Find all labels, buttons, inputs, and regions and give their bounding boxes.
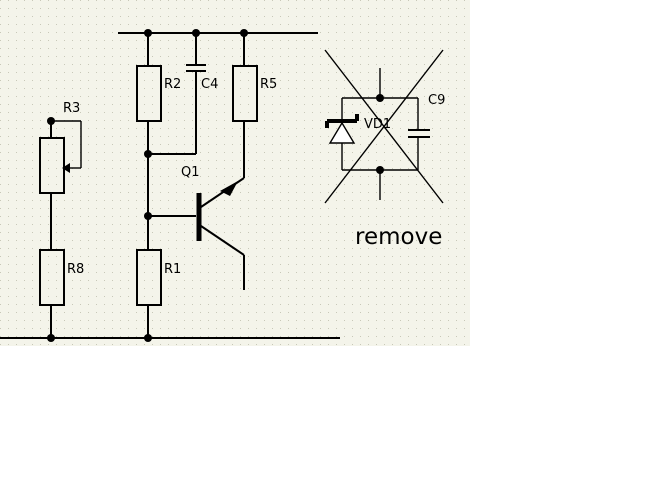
label-q1: Q1: [181, 165, 200, 180]
schematic-grid-area: [0, 0, 470, 346]
remove-annotation: remove: [355, 224, 442, 250]
transistor-q1: [148, 177, 245, 290]
label-r5: R5: [260, 77, 277, 92]
emitter-arrow: [220, 181, 238, 196]
label-r3: R3: [63, 101, 80, 116]
label-r1: R1: [164, 262, 181, 277]
label-vd1: VD1: [364, 117, 391, 132]
r3-r8-branch: [39, 120, 82, 338]
capacitor-c4: [148, 33, 206, 155]
label-r8: R8: [67, 262, 84, 277]
vd1-c9-subcircuit: [324, 49, 444, 204]
label-c9: C9: [428, 93, 445, 108]
potentiometer-wiper-arrow: [62, 163, 70, 173]
label-r2: R2: [164, 77, 181, 92]
remove-cross-line-b: [324, 49, 444, 204]
diode-vd1-symbol: [328, 121, 356, 144]
r2-r1-branch: [136, 33, 162, 338]
r5-branch: [232, 33, 258, 178]
label-c4: C4: [201, 77, 218, 92]
